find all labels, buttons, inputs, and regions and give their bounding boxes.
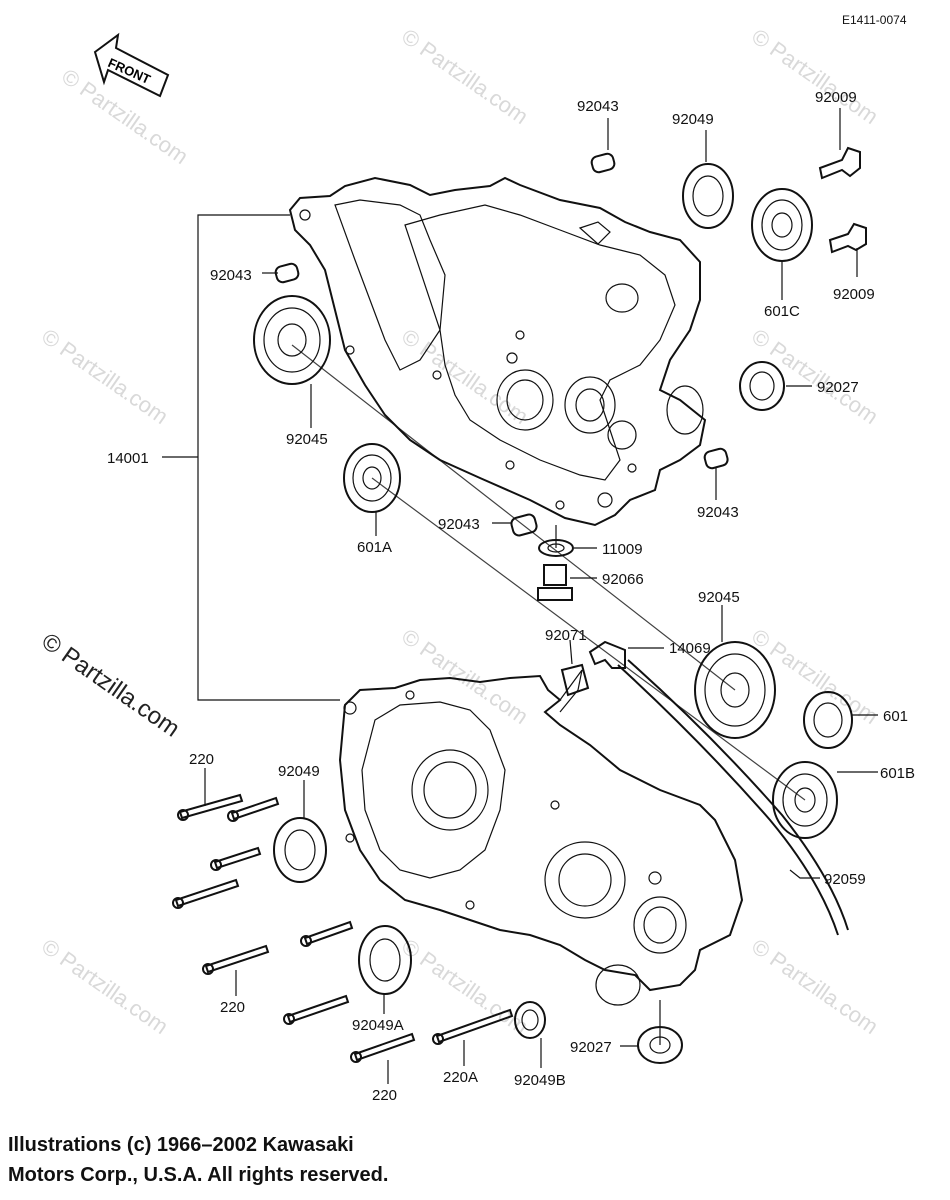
callout-220-top: 220 xyxy=(189,751,214,768)
callout-14069: 14069 xyxy=(669,640,711,657)
watermark-text: © Partzilla.com xyxy=(37,934,173,1040)
clamp-92071 xyxy=(560,663,590,697)
callout-92045-upper: 92045 xyxy=(286,431,328,448)
callout-92049-top: 92049 xyxy=(672,111,714,128)
breather-hose-92059 xyxy=(617,659,849,936)
copyright-line-2: Motors Corp., U.S.A. All rights reserved… xyxy=(8,1164,389,1186)
callout-220-bottom: 220 xyxy=(372,1087,397,1104)
diagram-code: E1411-0074 xyxy=(842,13,907,27)
dowel-92043-left xyxy=(274,262,300,284)
callout-92049A: 92049A xyxy=(352,1017,404,1034)
callout-92027-right: 92027 xyxy=(817,379,859,396)
bearing-601A xyxy=(343,443,401,513)
callout-92066: 92066 xyxy=(602,571,644,588)
callout-92009-top: 92009 xyxy=(815,89,857,106)
callout-92049-left: 92049 xyxy=(278,763,320,780)
upper-crankcase-half xyxy=(288,176,707,527)
leader-lines xyxy=(162,108,878,1084)
drain-plug-92066 xyxy=(537,564,573,601)
callout-92043-right: 92043 xyxy=(697,504,739,521)
callout-92027-bottom: 92027 xyxy=(570,1039,612,1056)
copyright-line-1: Illustrations (c) 1966–2002 Kawasaki xyxy=(8,1134,354,1156)
bearing-601B xyxy=(772,761,838,839)
watermark-text: © Partzilla.com xyxy=(747,24,883,130)
lower-crankcase-half xyxy=(338,669,744,1006)
dowel-92043-mid xyxy=(510,513,538,537)
watermark-text: © Partzilla.com xyxy=(397,934,533,1040)
watermark-text: © Partzilla.com xyxy=(747,934,883,1040)
callout-92059: 92059 xyxy=(824,871,866,888)
bearing-601C xyxy=(751,188,813,262)
callout-labels: 92043 92049 92009 92043 92009 601C 92027… xyxy=(107,89,915,1104)
callout-11009: 11009 xyxy=(602,541,643,558)
callout-92049B: 92049B xyxy=(514,1072,566,1089)
callout-92009-right: 92009 xyxy=(833,286,875,303)
callout-92043-left: 92043 xyxy=(210,267,252,284)
callout-220A: 220A xyxy=(443,1069,478,1086)
bearing-92045-upper xyxy=(253,295,331,385)
callout-601B: 601B xyxy=(880,765,915,782)
callout-601A: 601A xyxy=(357,539,392,556)
dowel-92043-top xyxy=(590,152,616,174)
watermark-main: © Partzilla.com xyxy=(37,628,185,743)
watermark-text: © Partzilla.com xyxy=(747,324,883,430)
callout-220-mid: 220 xyxy=(220,999,245,1016)
seal-92049-left xyxy=(273,817,327,883)
callout-92071: 92071 xyxy=(545,627,587,644)
watermark-text: © Partzilla.com xyxy=(397,24,533,130)
callout-601C: 601C xyxy=(764,303,800,320)
callout-92043-top: 92043 xyxy=(577,98,619,115)
seal-92049A xyxy=(358,925,412,995)
bolt-220-group xyxy=(172,793,514,1063)
callout-92043-mid: 92043 xyxy=(438,516,480,533)
bearing-601 xyxy=(803,691,853,749)
callout-92045-lower: 92045 xyxy=(698,589,740,606)
watermark-text: © Partzilla.com xyxy=(37,324,173,430)
watermark-text: © Partzilla.com xyxy=(397,624,533,730)
seal-92049-top xyxy=(682,163,734,229)
front-arrow-label: FRONT xyxy=(106,55,153,87)
dowel-92043-right xyxy=(703,447,729,470)
bolt-92009-right xyxy=(828,222,867,254)
callout-14001: 14001 xyxy=(107,450,149,467)
bolt-92009-top xyxy=(818,146,861,180)
seal-92049B xyxy=(514,1001,546,1039)
watermark-text: © Partzilla.com xyxy=(397,324,533,430)
copyright-notice: Illustrations (c) 1966–2002 Kawasaki Mot… xyxy=(8,1130,388,1190)
callout-601: 601 xyxy=(883,708,908,725)
seal-92027-right xyxy=(739,361,785,411)
bearing-92045-lower xyxy=(694,641,776,739)
elbow-fitting-14069 xyxy=(588,640,626,669)
